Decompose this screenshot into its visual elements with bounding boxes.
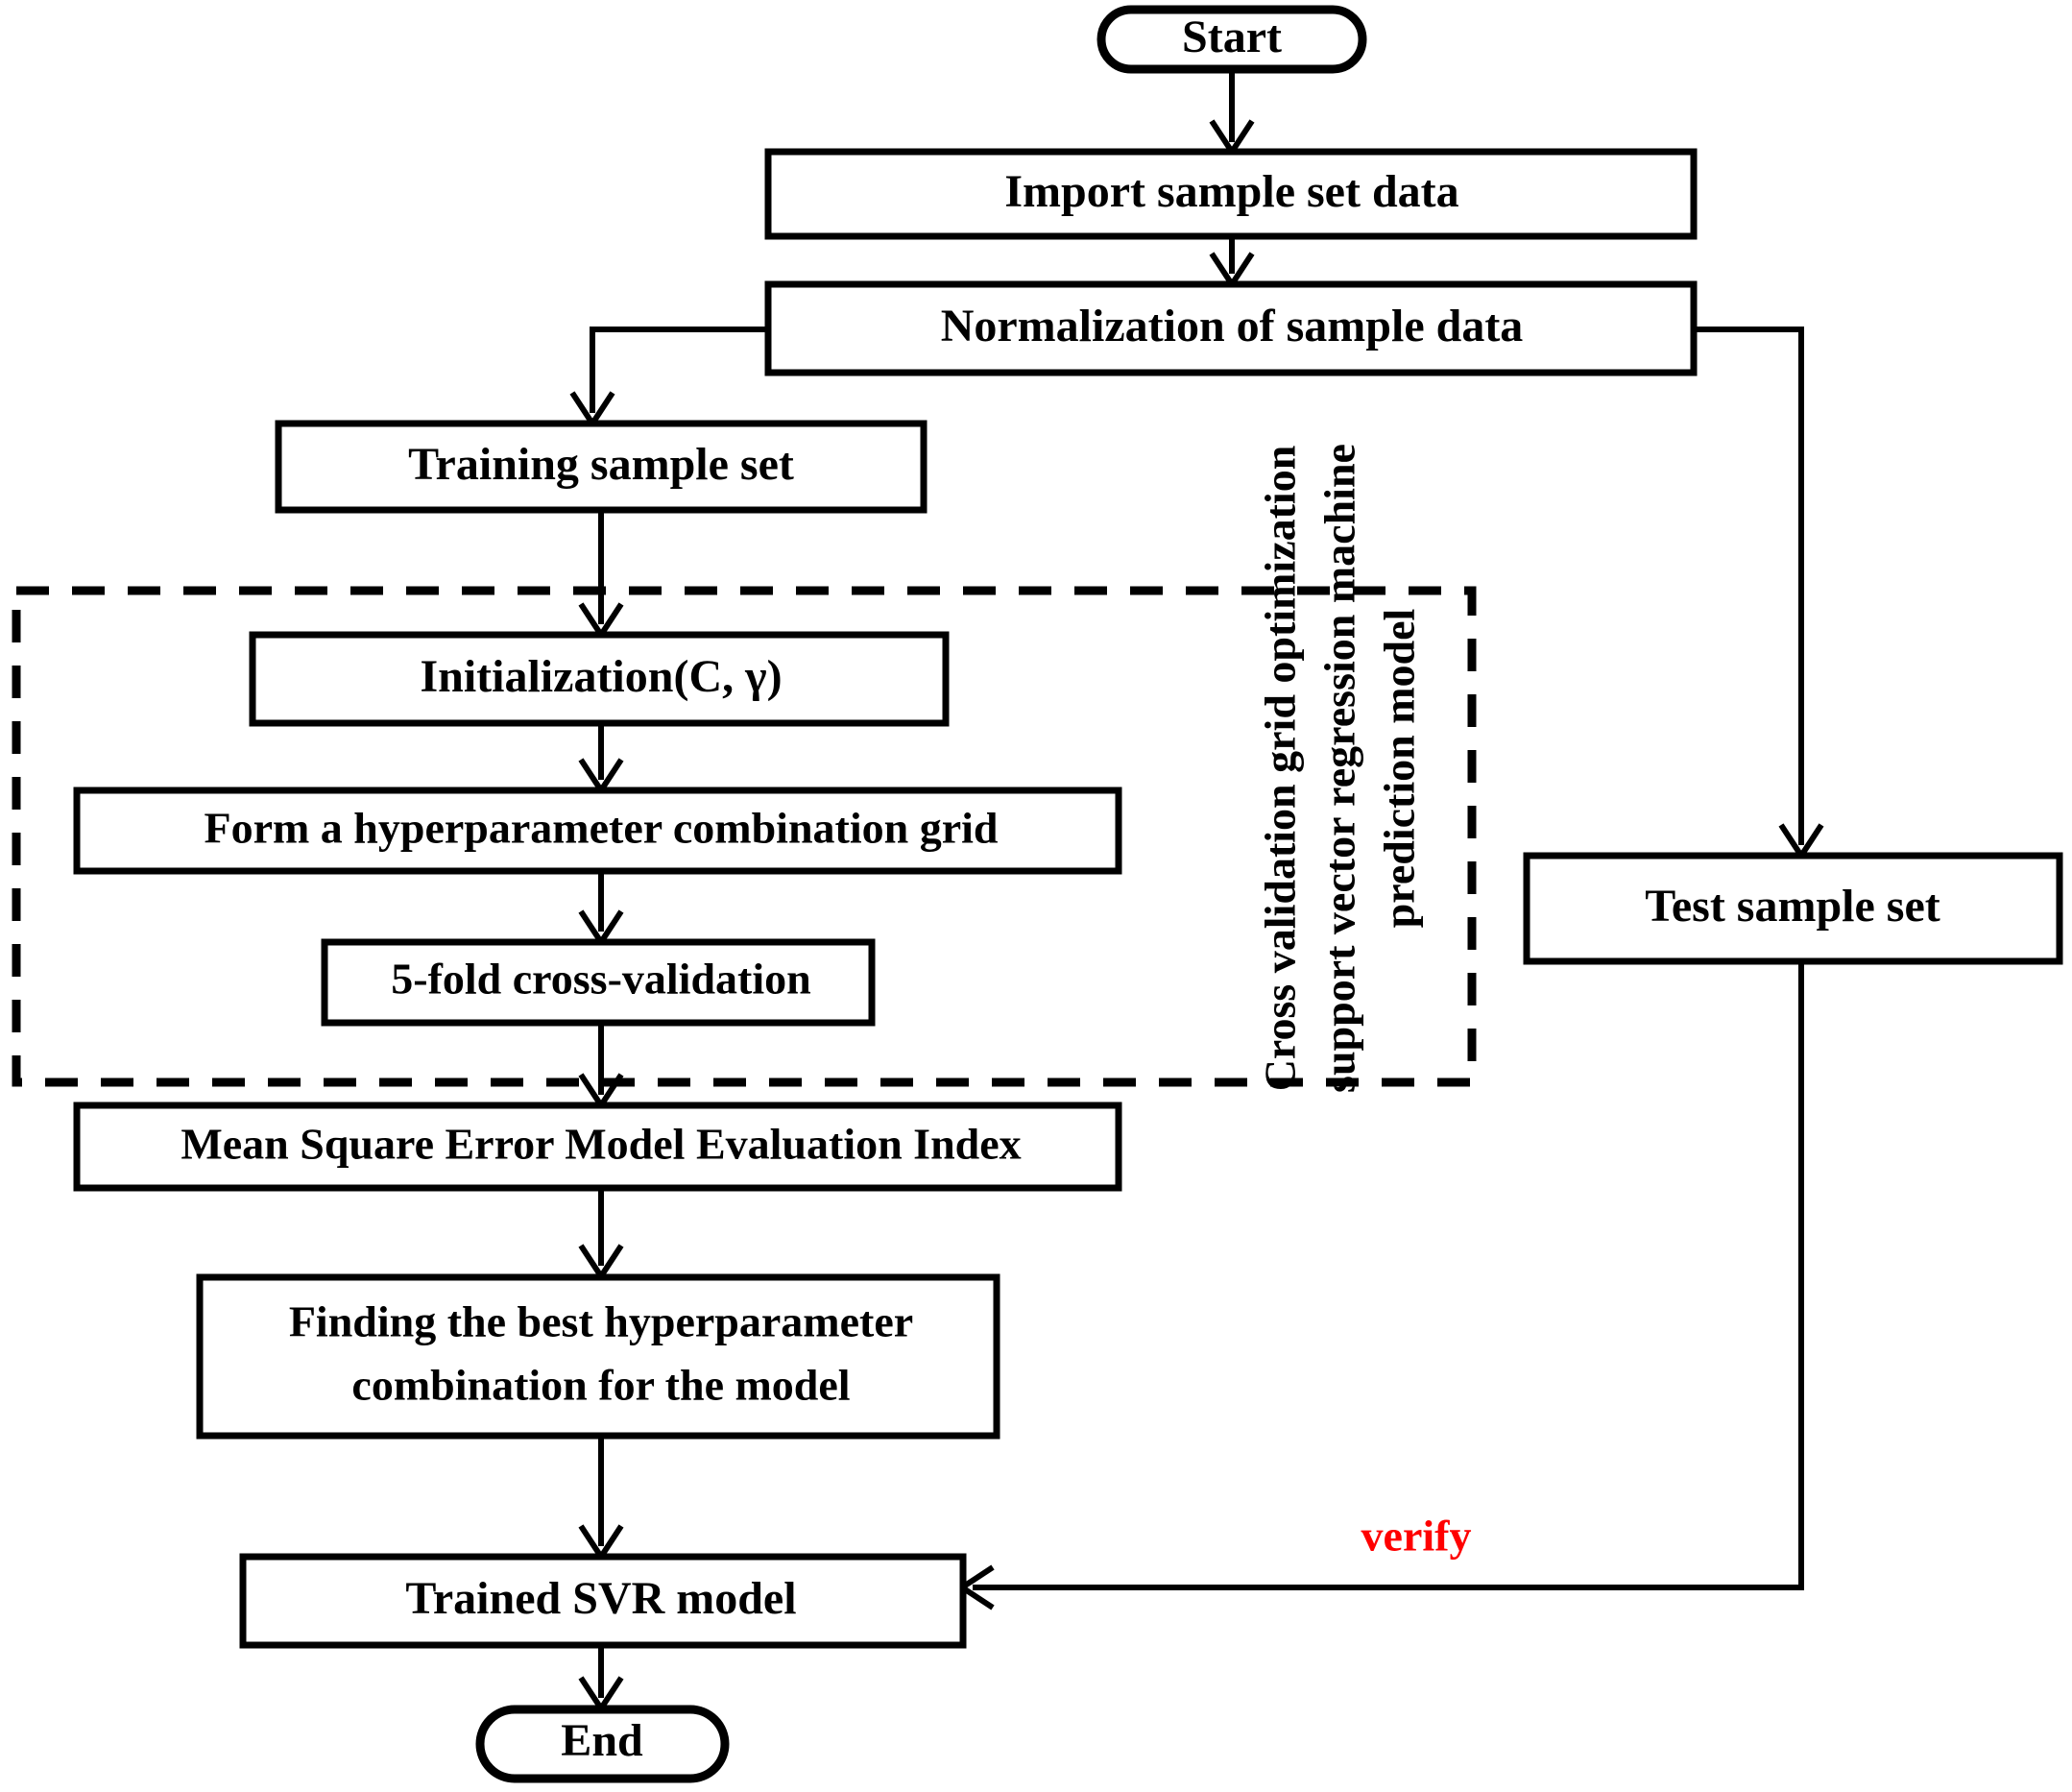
best-combo-shape [196,1273,1000,1440]
initialization-shape [249,631,950,727]
node-cross-validation[interactable]: 5-fold cross-validation [321,938,876,1027]
normalization-shape [764,280,1698,376]
node-trained-svr-model[interactable]: Trained SVR model [239,1553,967,1649]
cv-group-caption-line2: support vector regression machine [1315,444,1364,1093]
end-shape [475,1705,730,1783]
trained-model-shape [239,1553,967,1649]
normalization-label: Normalization of sample data [941,301,1524,351]
node-end[interactable]: End [475,1705,730,1783]
cv-shape [321,938,876,1027]
verify-edge-label: verify [1361,1512,1472,1561]
node-initialization[interactable]: Initialization(C, γ) [249,631,950,727]
edge-best-combination-to-trained-model [578,1434,624,1562]
edge-normalization-to-test [1694,327,1824,861]
edge-training-to-initialization [578,509,624,641]
start-shape [1096,5,1367,74]
mse-shape [73,1102,1122,1192]
test-set-label: Test sample set [1645,881,1940,932]
grid-label: Form a hyperparameter combination grid [204,804,998,853]
node-normalization-of-sample-data[interactable]: Normalization of sample data [764,280,1698,376]
start-label: Start [1182,12,1282,62]
training-set-label: Training sample set [408,439,794,490]
best-combo-label-line2: combination for the model [351,1361,850,1410]
edge-start-to-import [1209,67,1255,157]
edge-normalization-to-training [569,327,768,429]
cv-label: 5-fold cross-validation [391,955,810,1004]
node-training-sample-set[interactable]: Training sample set [275,420,928,514]
node-import-sample-set-data[interactable]: Import sample set data [764,148,1698,240]
edge-mse-to-best-combination [578,1186,624,1282]
node-best-hyperparameter-combination[interactable]: Finding the best hyperparameter combinat… [196,1273,1000,1440]
best-combo-label-line1: Finding the best hyperparameter [289,1297,913,1346]
edge-initialization-to-grid [578,722,624,796]
edge-cv-to-mse [578,1023,624,1111]
cv-group-caption: Cross validation grid optimization suppo… [1256,444,1424,1093]
node-test-sample-set[interactable]: Test sample set [1523,852,2063,965]
import-data-label: Import sample set data [1004,166,1458,217]
initialization-label: Initialization(C, γ) [420,651,782,702]
training-set-shape [275,420,928,514]
mse-label: Mean Square Error Model Evaluation Index [181,1120,1021,1169]
cv-group-caption-line1: Cross validation grid optimization [1256,446,1305,1092]
node-hyperparameter-grid[interactable]: Form a hyperparameter combination grid [73,787,1122,875]
edge-grid-to-cv [578,869,624,948]
test-set-shape [1523,852,2063,965]
node-start[interactable]: Start [1096,5,1367,74]
cv-group-dashed-boundary [12,586,1477,1087]
node-mse-evaluation-index[interactable]: Mean Square Error Model Evaluation Index [73,1102,1122,1192]
grid-shape [73,787,1122,875]
edge-import-to-normalization [1209,235,1255,290]
trained-model-label: Trained SVR model [405,1573,796,1624]
import-data-shape [764,148,1698,240]
edge-trained-model-to-end [578,1642,624,1714]
cv-group-caption-line3: prediction model [1375,609,1424,929]
end-label: End [561,1715,643,1766]
